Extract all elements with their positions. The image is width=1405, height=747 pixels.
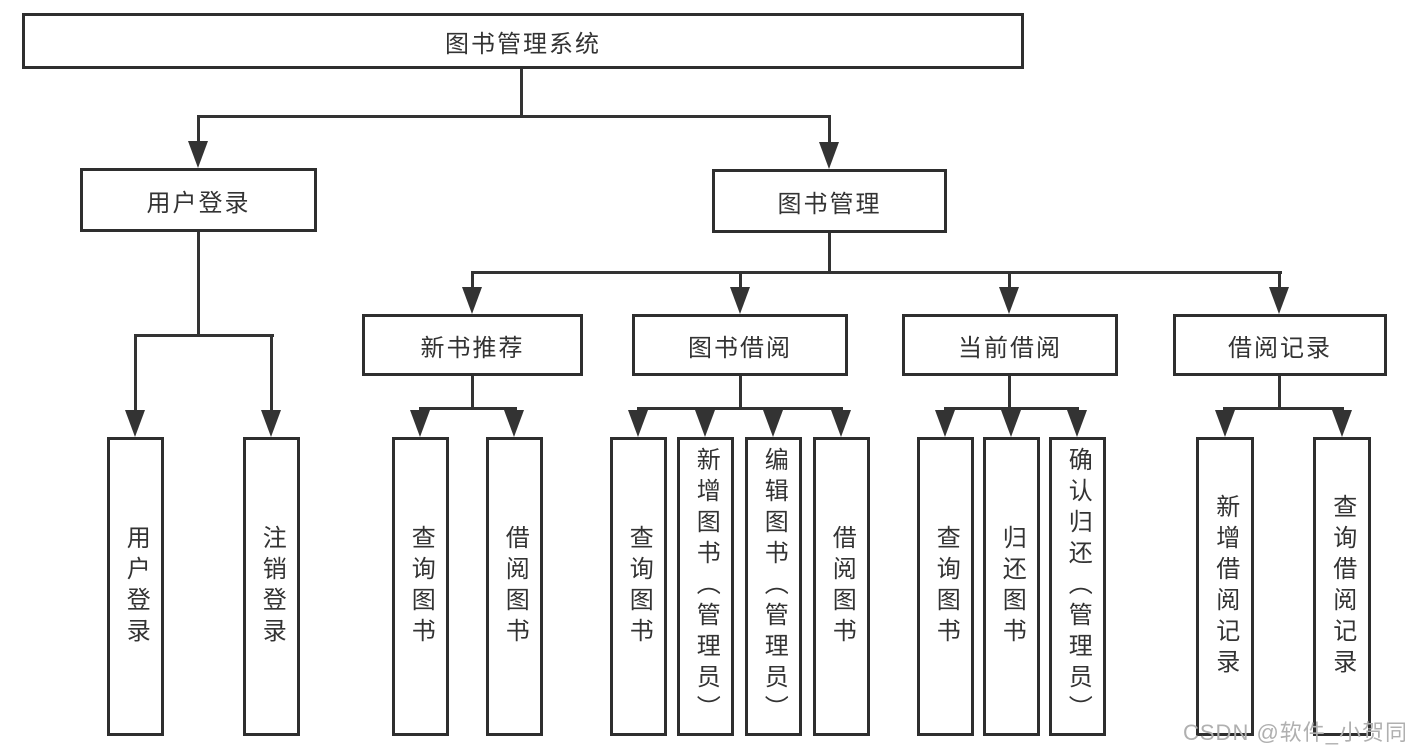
- connector-bookmgmt-stem: [828, 233, 831, 274]
- arrow-c1: [628, 410, 648, 437]
- leaf-borrow-books: 借阅图书: [813, 437, 870, 736]
- node-user-login-label: 用户登录: [146, 189, 251, 217]
- leaf-user-login: 用户登录: [107, 437, 164, 736]
- node-root-label: 图书管理系统: [445, 30, 601, 58]
- arrow-new-book-recommend: [462, 287, 482, 314]
- connector-root-bar: [197, 115, 831, 118]
- connector-current-bar: [944, 407, 1079, 410]
- arrow-d2: [1001, 410, 1021, 437]
- arrow-e1: [1215, 410, 1235, 437]
- connector-root-stem: [520, 69, 523, 118]
- leaf-current-query-books: 查询图书: [917, 437, 974, 736]
- connector-records-stem: [1278, 376, 1281, 409]
- leaf-add-borrow-record-label: 新增借阅记录: [1211, 493, 1239, 680]
- connector-borrow-stem: [739, 376, 742, 409]
- node-borrow-records-label: 借阅记录: [1228, 334, 1332, 362]
- arrow-book-borrow: [730, 287, 750, 314]
- node-new-book-recommend-label: 新书推荐: [420, 334, 525, 362]
- arrow-borrow-records: [1269, 287, 1289, 314]
- node-current-borrow-label: 当前借阅: [958, 334, 1062, 362]
- leaf-return-books-label: 归还图书: [998, 524, 1026, 649]
- leaf-add-books-admin: 新增图书（管理员）: [677, 437, 734, 736]
- leaf-add-borrow-record: 新增借阅记录: [1196, 437, 1254, 736]
- leaf-return-books: 归还图书: [983, 437, 1040, 736]
- node-book-management-label: 图书管理: [777, 190, 882, 218]
- connector-records-bar: [1223, 407, 1344, 410]
- leaf-rec-borrow-books-label: 借阅图书: [501, 524, 529, 649]
- arrow-user-login: [188, 141, 208, 168]
- connector-drop-a1: [134, 334, 137, 413]
- connector-drop-l3-2: [739, 271, 742, 290]
- node-user-login: 用户登录: [80, 168, 317, 232]
- node-root: 图书管理系统: [22, 13, 1024, 69]
- connector-rec-stem: [471, 376, 474, 409]
- arrow-c2: [695, 410, 715, 437]
- leaf-current-query-books-label: 查询图书: [932, 524, 960, 649]
- node-current-borrow: 当前借阅: [902, 314, 1118, 376]
- leaf-edit-books-admin-label: 编辑图书（管理员）: [760, 447, 788, 726]
- connector-current-stem: [1008, 376, 1011, 409]
- leaf-rec-query-books: 查询图书: [392, 437, 449, 736]
- node-borrow-records: 借阅记录: [1173, 314, 1387, 376]
- leaf-user-login-label: 用户登录: [122, 524, 150, 649]
- node-book-management: 图书管理: [712, 169, 947, 233]
- arrow-current-borrow: [999, 287, 1019, 314]
- leaf-add-books-admin-label: 新增图书（管理员）: [692, 447, 720, 726]
- arrow-e2: [1332, 410, 1352, 437]
- connector-drop-a2: [270, 334, 273, 413]
- connector-rec-bar: [419, 407, 517, 410]
- arrow-b2: [504, 410, 524, 437]
- arrow-a2: [261, 410, 281, 437]
- csdn-watermark: CSDN @软件_小贺同学: [1183, 720, 1405, 745]
- connector-drop-l3-1: [471, 271, 474, 290]
- leaf-borrow-books-label: 借阅图书: [828, 524, 856, 649]
- leaf-query-borrow-record-label: 查询借阅记录: [1328, 493, 1356, 680]
- leaf-borrow-query-books: 查询图书: [610, 437, 667, 736]
- leaf-rec-query-books-label: 查询图书: [407, 524, 435, 649]
- arrow-c3: [763, 410, 783, 437]
- node-book-borrow: 图书借阅: [632, 314, 848, 376]
- connector-userlogin-stem: [197, 232, 200, 337]
- leaf-edit-books-admin: 编辑图书（管理员）: [745, 437, 802, 736]
- leaf-logout-label: 注销登录: [258, 524, 286, 649]
- connector-drop-book-mgmt: [828, 115, 831, 144]
- connector-userlogin-bar: [134, 334, 274, 337]
- leaf-rec-borrow-books: 借阅图书: [486, 437, 543, 736]
- arrow-a1: [125, 410, 145, 437]
- leaf-confirm-return-admin-label: 确认归还（管理员）: [1064, 447, 1092, 726]
- connector-level3-bar: [471, 271, 1282, 274]
- leaf-borrow-query-books-label: 查询图书: [625, 524, 653, 649]
- leaf-query-borrow-record: 查询借阅记录: [1313, 437, 1371, 736]
- arrow-d1: [935, 410, 955, 437]
- arrow-d3: [1067, 410, 1087, 437]
- node-book-borrow-label: 图书借阅: [688, 334, 792, 362]
- node-new-book-recommend: 新书推荐: [362, 314, 583, 376]
- connector-drop-l3-3: [1008, 271, 1011, 290]
- leaf-confirm-return-admin: 确认归还（管理员）: [1049, 437, 1106, 736]
- connector-borrow-bar: [637, 407, 843, 410]
- connector-drop-l3-4: [1278, 271, 1281, 290]
- connector-drop-user-login: [197, 115, 200, 143]
- arrow-book-mgmt: [819, 142, 839, 169]
- arrow-b1: [410, 410, 430, 437]
- arrow-c4: [831, 410, 851, 437]
- leaf-logout: 注销登录: [243, 437, 300, 736]
